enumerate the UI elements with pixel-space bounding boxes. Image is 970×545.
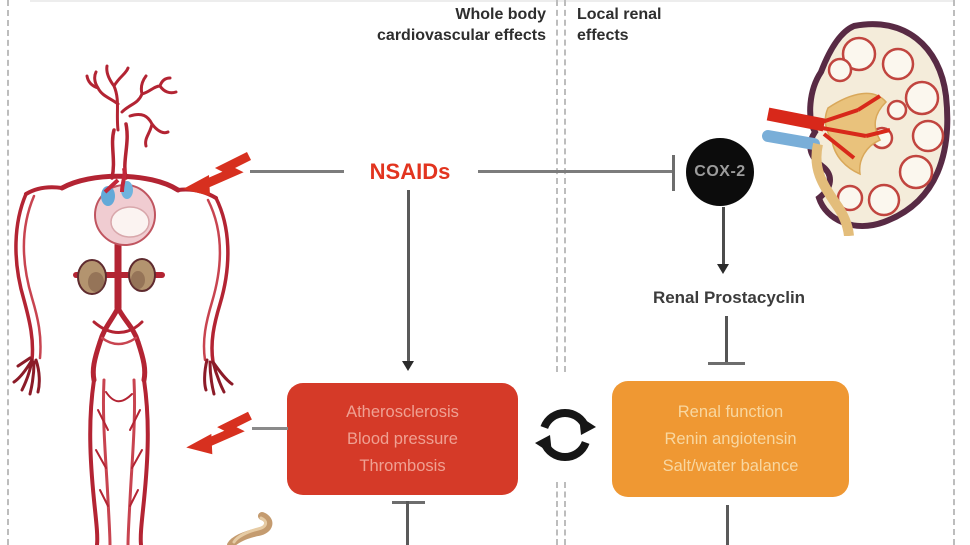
- box-line: Atherosclerosis: [346, 402, 459, 421]
- ureter: [811, 142, 854, 236]
- box-line: Salt/water balance: [662, 456, 799, 475]
- kidney-cross-section-illustration: [762, 21, 951, 236]
- prostacyclin-inhibition-line: [725, 316, 728, 363]
- cropped-top-edge: [30, 0, 955, 2]
- circular-arrows-icon: [535, 408, 596, 462]
- panel-divider-line: [564, 0, 566, 372]
- lightning-to-box-line: [252, 427, 288, 430]
- header-line: Whole body: [455, 6, 546, 23]
- down-arrowhead: [717, 264, 729, 274]
- lightning-to-nsaids-line: [250, 170, 344, 173]
- cropped-illustration-fragment: [227, 512, 273, 545]
- cox2-inhibition-tbar: [672, 155, 675, 191]
- nsaids-label: NSAIDs: [369, 159, 451, 184]
- cardiovascular-effects-box: Atherosclerosis Blood pressure Thrombosi…: [287, 383, 518, 495]
- left-dashed-border: [7, 0, 9, 545]
- lightning-arrow-icon: [183, 151, 252, 196]
- header-line: effects: [577, 27, 629, 44]
- cox2-down-line: [722, 207, 725, 264]
- down-arrowhead: [402, 361, 414, 371]
- lightning-arrow-icon: [186, 411, 252, 455]
- nsaids-to-cox2-line: [478, 170, 672, 173]
- left-panel-header: Whole body cardiovascular effects: [270, 4, 546, 46]
- nsaids-down-line: [407, 190, 410, 363]
- renal-prostacyclin-label: Renal Prostacyclin: [652, 288, 806, 307]
- right-dashed-border: [953, 0, 955, 545]
- arterial-system-illustration: [12, 64, 234, 545]
- box-line: Renin angiotensin: [664, 429, 797, 448]
- inhibition-tbar: [708, 362, 745, 365]
- cox2-node: COX-2: [686, 138, 754, 206]
- renal-effects-box: Renal function Renin angiotensin Salt/wa…: [612, 381, 849, 497]
- panel-divider-line: [556, 482, 558, 545]
- header-line: cardiovascular effects: [377, 27, 546, 44]
- orange-box-bottom-line: [726, 505, 729, 545]
- box-line: Thrombosis: [359, 456, 446, 475]
- header-line: Local renal: [577, 6, 662, 23]
- box-line: Renal function: [677, 402, 784, 421]
- box-line: Blood pressure: [347, 429, 458, 448]
- right-panel-header: Local renal effects: [577, 4, 797, 46]
- red-box-bottom-line: [406, 501, 409, 545]
- panel-divider-line: [564, 482, 566, 545]
- renal-vein: [762, 130, 820, 150]
- renal-artery: [766, 107, 826, 132]
- body-kidneys: [77, 258, 156, 295]
- panel-divider-line: [556, 0, 558, 372]
